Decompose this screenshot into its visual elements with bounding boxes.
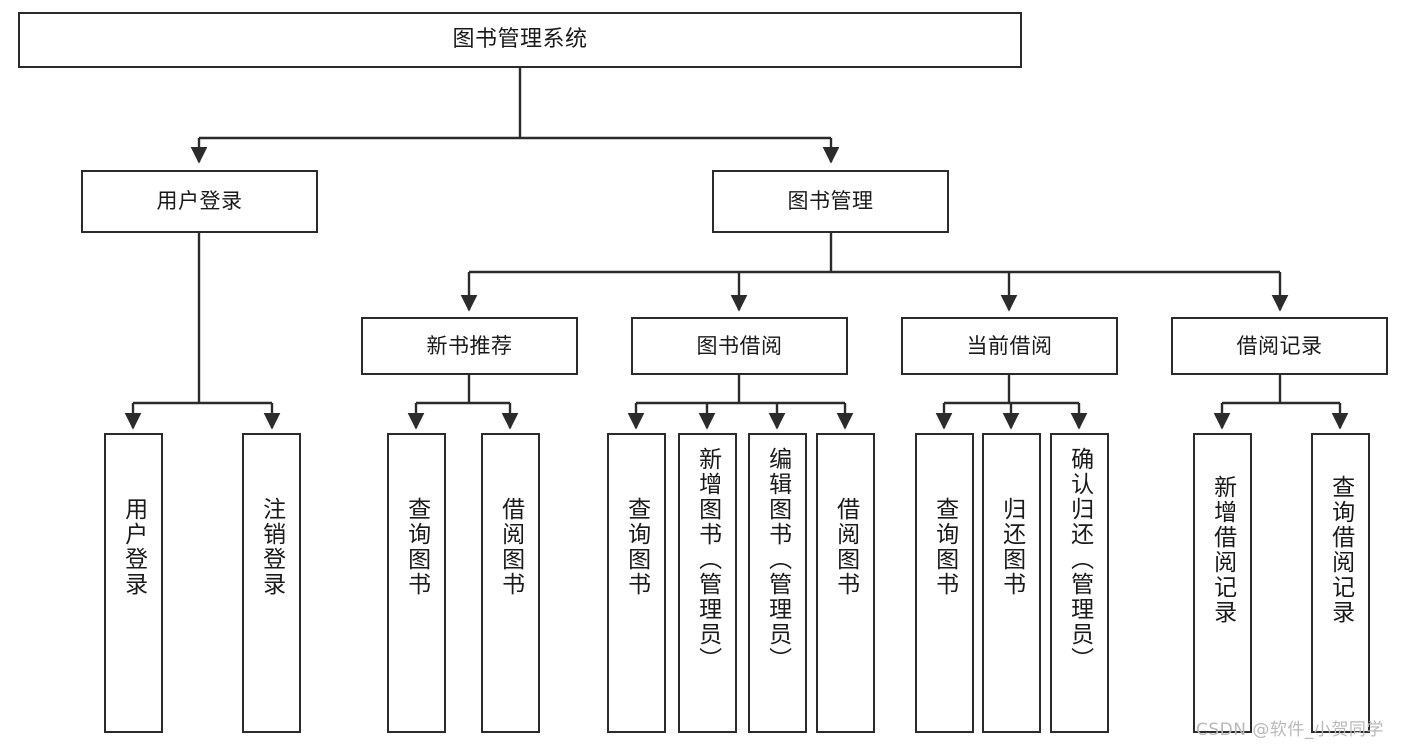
node-new-book-recommend[interactable]: 新书推荐 [361, 317, 578, 375]
node-label: 查询图书 [931, 497, 958, 597]
leaf-borrow-query-book[interactable]: 查询图书 [607, 433, 666, 733]
node-label: 借阅记录 [1236, 333, 1323, 358]
node-label: 新书推荐 [426, 333, 513, 358]
node-book-management[interactable]: 图书管理 [712, 170, 949, 233]
node-label: 图书借阅 [696, 333, 783, 358]
node-label: 注销登录 [258, 497, 285, 597]
node-label: 用户登录 [156, 189, 243, 214]
leaf-current-query-book[interactable]: 查询图书 [915, 433, 974, 733]
leaf-recommend-query-book[interactable]: 查询图书 [387, 433, 446, 733]
node-user-login[interactable]: 用户登录 [81, 170, 318, 233]
node-label: 图书管理 [787, 189, 874, 214]
leaf-recommend-borrow-book[interactable]: 借阅图书 [481, 433, 540, 733]
leaf-borrow-edit-book-admin[interactable]: 编辑图书（管理员） [748, 433, 807, 733]
node-label: 查询借阅记录 [1327, 475, 1354, 625]
leaf-current-confirm-return-admin[interactable]: 确认归还（管理员） [1050, 433, 1109, 733]
node-label: 借阅图书 [832, 497, 859, 597]
node-label: 查询图书 [623, 497, 650, 597]
leaf-user-login-logout[interactable]: 注销登录 [242, 433, 301, 733]
leaf-records-query-record[interactable]: 查询借阅记录 [1311, 433, 1370, 733]
node-label: 新增借阅记录 [1209, 475, 1236, 625]
node-label: 确认归还（管理员） [1066, 447, 1093, 672]
node-label: 图书管理系统 [452, 27, 588, 53]
node-label: 查询图书 [403, 497, 430, 597]
node-current-borrow[interactable]: 当前借阅 [901, 317, 1118, 375]
node-label: 当前借阅 [966, 333, 1053, 358]
node-book-borrow[interactable]: 图书借阅 [631, 317, 848, 375]
node-borrow-records[interactable]: 借阅记录 [1171, 317, 1388, 375]
node-label: 编辑图书（管理员） [764, 447, 791, 672]
leaf-user-login-login[interactable]: 用户登录 [104, 433, 163, 733]
node-label: 归还图书 [998, 497, 1025, 597]
leaf-current-return-book[interactable]: 归还图书 [982, 433, 1041, 733]
node-label: 借阅图书 [497, 497, 524, 597]
leaf-records-add-record[interactable]: 新增借阅记录 [1193, 433, 1252, 733]
csdn-watermark: CSDN @软件_小贺同学 [1196, 720, 1384, 740]
leaf-borrow-add-book-admin[interactable]: 新增图书（管理员） [678, 433, 737, 733]
node-label: 用户登录 [120, 497, 147, 597]
node-label: 新增图书（管理员） [694, 447, 721, 672]
leaf-borrow-borrow-book[interactable]: 借阅图书 [816, 433, 875, 733]
node-root-book-management-system[interactable]: 图书管理系统 [18, 12, 1022, 68]
